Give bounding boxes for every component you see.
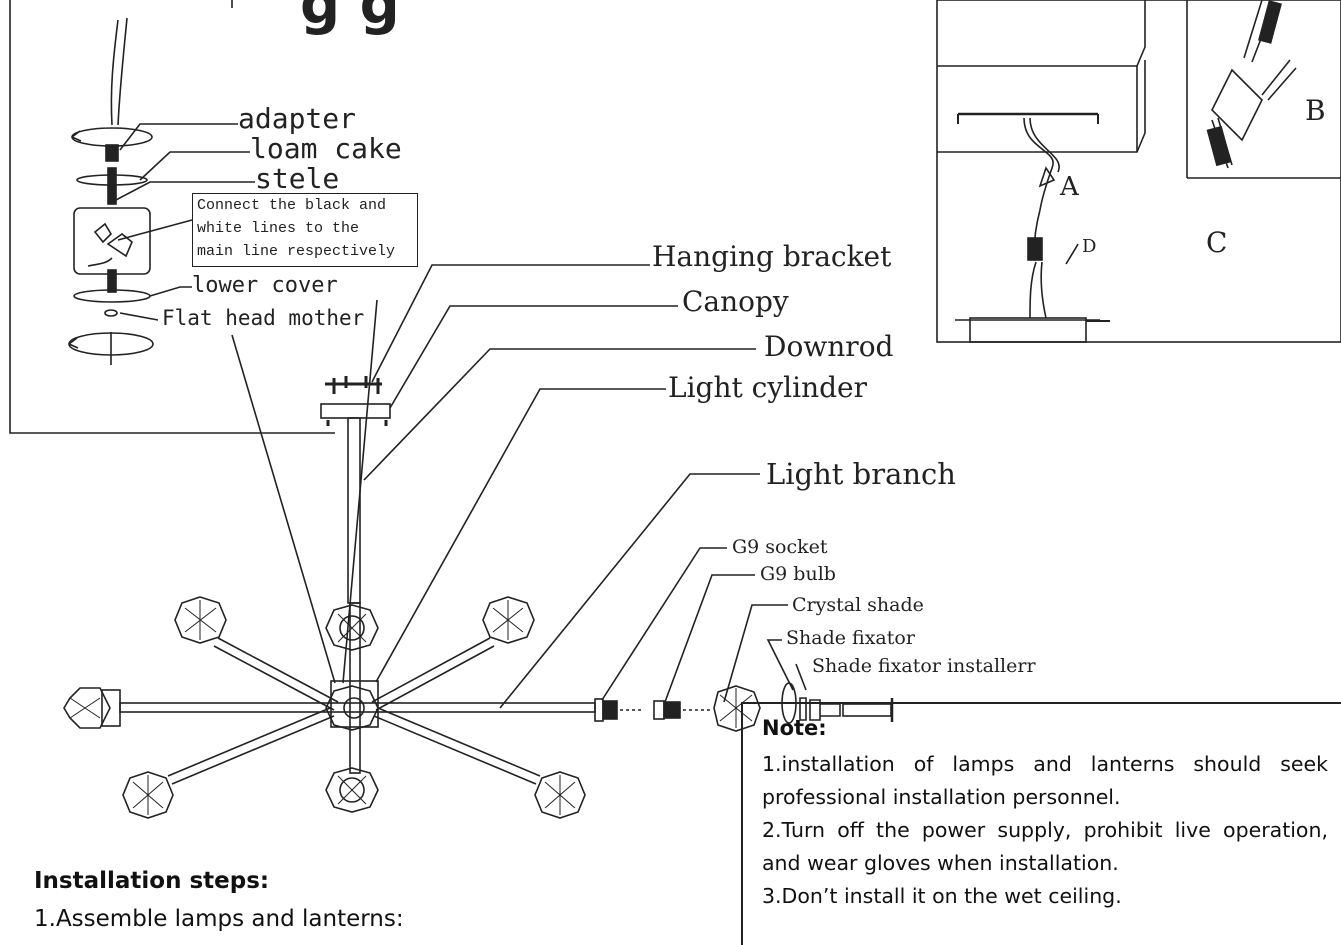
steps-heading: Installation steps:	[34, 868, 270, 894]
connect-note-line-3: main line respectively	[197, 243, 396, 260]
label-downrod: Downrod	[764, 330, 894, 363]
crystal-shades	[63, 596, 761, 819]
light-cylinder-part	[330, 680, 379, 728]
connect-note-line-1: Connect the black and	[197, 197, 387, 214]
rotate-arrow-top	[71, 127, 153, 147]
horizontal-arm	[119, 702, 596, 713]
label-hanging-bracket: Hanging bracket	[652, 240, 892, 273]
connect-note-box: Connect the black and white lines to the…	[192, 193, 418, 267]
label-flat-head-mother: Flat head mother	[162, 306, 365, 330]
label-shade-fixator-installer: Shade fixator installerr	[812, 655, 1036, 677]
note-item-2: 2.Turn off the power supply, prohibit li…	[762, 818, 1328, 875]
label-light-branch: Light branch	[766, 457, 956, 491]
detail-inset-frame	[9, 0, 335, 434]
label-shade-fixator: Shade fixator	[786, 627, 915, 649]
label-crystal-shade: Crystal shade	[792, 594, 924, 616]
wiring-label-c: C	[1206, 226, 1228, 259]
canopy-part	[320, 403, 391, 419]
flat-head-part	[104, 309, 118, 317]
wiring-label-d: D	[1082, 236, 1097, 257]
label-canopy: Canopy	[682, 285, 789, 318]
label-g9-bulb: G9 bulb	[760, 563, 836, 585]
label-adapter: adapter	[238, 102, 357, 135]
label-lower-cover: lower cover	[192, 273, 338, 298]
note-item-1: 1.installation of lamps and lanterns sho…	[762, 752, 1328, 809]
label-g9-socket: G9 socket	[732, 536, 828, 558]
step-1: 1.Assemble lamps and lanterns:	[34, 906, 404, 932]
page-title: g g	[300, 0, 400, 37]
note-heading: Note:	[762, 716, 827, 740]
label-stele: stele	[255, 162, 340, 195]
wiring-label-b: B	[1305, 94, 1326, 127]
note-item-3: 3.Don’t install it on the wet ceiling.	[762, 884, 1122, 908]
note-box	[741, 702, 1341, 945]
wiring-label-a: A	[1060, 172, 1079, 202]
label-loam-cake: loam cake	[250, 132, 402, 165]
wiring-inset-frame	[936, 0, 1341, 343]
connect-note-line-2: white lines to the	[197, 220, 360, 237]
adapter-part	[105, 144, 119, 162]
label-light-cylinder: Light cylinder	[668, 371, 867, 404]
